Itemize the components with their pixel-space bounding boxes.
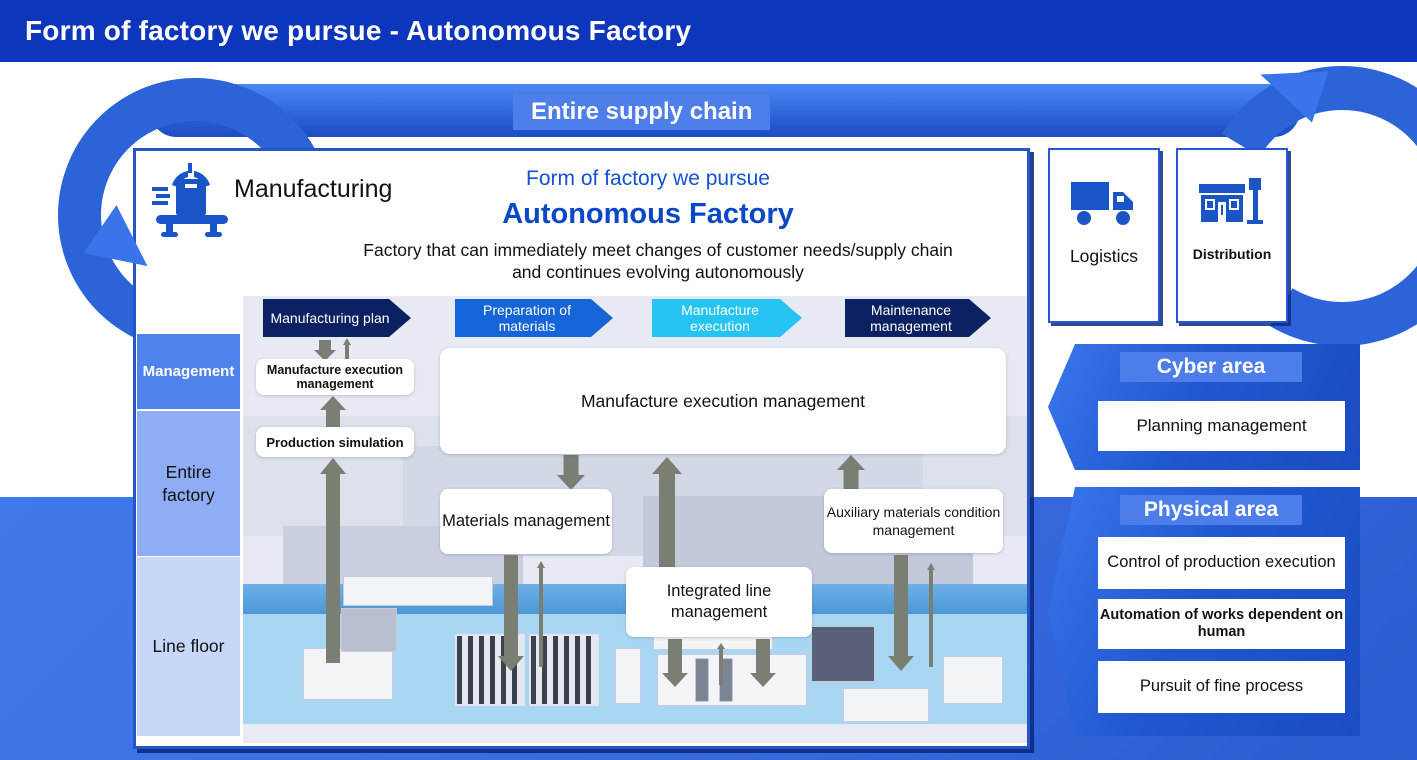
process-step-manufacture-execution: Manufacture execution: [652, 299, 802, 337]
panel-title: Autonomous Factory: [502, 198, 794, 230]
shelf-rack: [529, 634, 599, 706]
machine: [615, 648, 641, 704]
machine: [341, 608, 397, 652]
box-manufacture-execution-management-large: Manufacture execution management: [440, 348, 1006, 454]
arrow-down-tall: [498, 555, 524, 671]
arrow-down: [557, 455, 585, 490]
desk: [843, 688, 929, 722]
manufacturing-icon: [152, 163, 228, 237]
arrow-up-thin: [926, 563, 935, 667]
distribution-card: Distribution: [1176, 148, 1288, 323]
cyber-area-title: Cyber area: [1120, 352, 1302, 382]
storefront-icon: [1199, 178, 1263, 224]
scene-baseboard: [243, 724, 1027, 743]
factory-panel: Manufacturing Form of factory we pursue …: [133, 148, 1030, 749]
cyber-area-banner: Cyber area Planning management: [1048, 344, 1360, 470]
physical-item-automation-of-works: Automation of works dependent on human: [1098, 599, 1345, 649]
layer-management: Management: [137, 334, 240, 409]
arrow-up: [320, 396, 346, 428]
logistics-label: Logistics: [1069, 246, 1139, 266]
arrow-down-tall: [888, 555, 914, 671]
process-step-preparation-of-materials: Preparation of materials: [455, 299, 613, 337]
machine: [943, 656, 1003, 704]
arrow-up: [837, 455, 865, 490]
physical-area-banner: Physical area Control of production exec…: [1048, 487, 1360, 736]
box-manufacture-execution-management-small: Manufacture execution management: [256, 359, 414, 395]
logistics-card: Logistics: [1048, 148, 1160, 323]
machine: [343, 576, 493, 606]
category-label: Manufacturing: [234, 175, 393, 203]
arrow-up-thin: [536, 561, 545, 667]
physical-area-title: Physical area: [1120, 495, 1302, 525]
physical-item-pursuit-of-fine-process: Pursuit of fine process: [1098, 661, 1345, 713]
arrow-up-tall: [320, 458, 346, 663]
process-step-maintenance-management: Maintenance management: [845, 299, 991, 337]
arrow-down: [662, 639, 688, 687]
arrow-down: [314, 340, 336, 361]
process-step-manufacturing-plan: Manufacturing plan: [263, 299, 411, 337]
box-auxiliary-materials: Auxiliary materials condition management: [824, 489, 1003, 553]
machine: [695, 658, 709, 702]
entire-supply-chain-label: Entire supply chain: [513, 94, 771, 130]
arrow-down: [750, 639, 776, 687]
arrow-up-thin: [342, 338, 351, 361]
machine: [303, 648, 393, 700]
cabinet: [811, 626, 875, 682]
truck-icon: [1071, 182, 1133, 225]
cyber-item-planning-management: Planning management: [1098, 401, 1345, 451]
header-bar: Form of factory we pursue - Autonomous F…: [0, 0, 1417, 62]
arrow-up-thin: [717, 643, 725, 685]
box-integrated-line-management: Integrated line management: [626, 567, 812, 637]
page-title: Form of factory we pursue - Autonomous F…: [25, 15, 692, 46]
box-materials-management: Materials management: [440, 489, 612, 554]
layer-entire-factory: Entire factory: [137, 411, 240, 556]
distribution-label: Distribution: [1192, 246, 1272, 262]
box-production-simulation: Production simulation: [256, 427, 414, 457]
layer-line-floor: Line floor: [137, 557, 240, 736]
arrow-up-tall: [652, 457, 682, 567]
physical-item-control-of-production: Control of production execution: [1098, 537, 1345, 589]
panel-lead-text: Form of factory we pursue: [526, 167, 770, 190]
panel-description: Factory that can immediately meet change…: [363, 240, 953, 283]
